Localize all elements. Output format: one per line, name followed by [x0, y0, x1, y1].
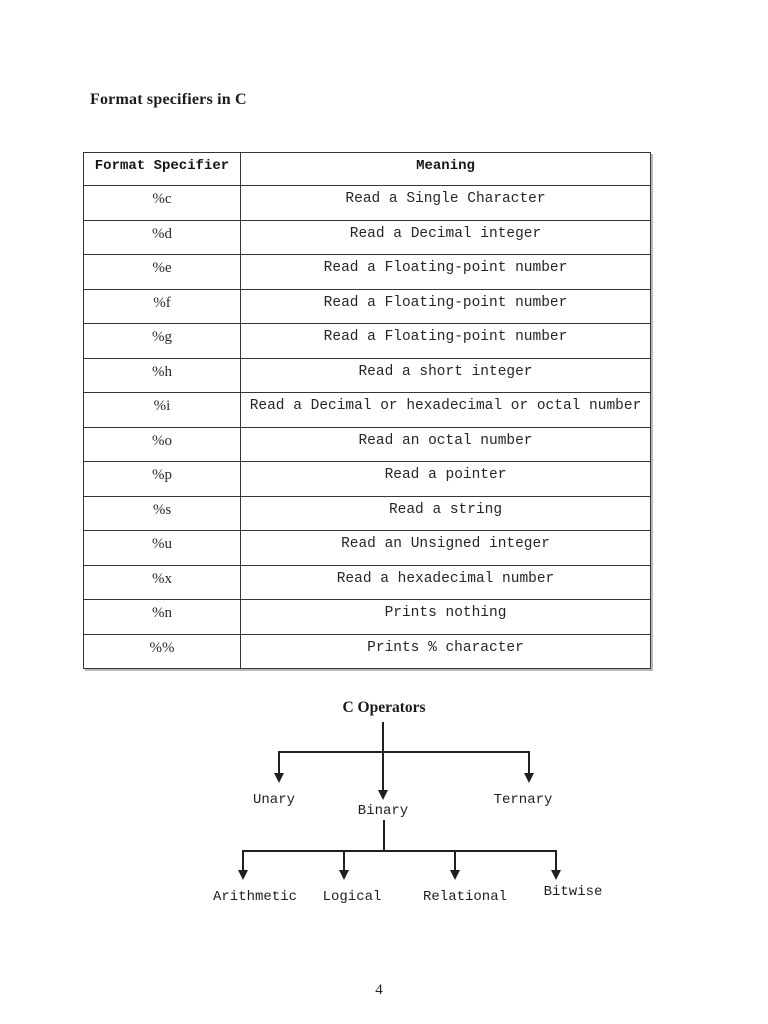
specifier-cell: %x	[83, 564, 241, 600]
connector-line	[242, 850, 244, 871]
meaning-cell: Read a Floating-point number	[240, 254, 651, 290]
arrow-down-icon	[551, 870, 561, 880]
specifier-cell: %s	[83, 495, 241, 531]
specifier-cell: %h	[83, 357, 241, 393]
specifier-cell: %e	[83, 254, 241, 290]
specifier-cell: %g	[83, 323, 241, 359]
meaning-cell: Read a Decimal integer	[240, 219, 651, 255]
format-specifier-table: Format Specifier Meaning %c Read a Singl…	[83, 152, 651, 669]
specifier-cell: %c	[83, 185, 241, 221]
node-arithmetic: Arithmetic	[212, 889, 298, 905]
table-row: %i Read a Decimal or hexadecimal or octa…	[83, 392, 651, 428]
specifier-cell: %f	[83, 288, 241, 324]
meaning-cell: Read an Unsigned integer	[240, 530, 651, 566]
specifier-cell: %%	[83, 633, 241, 669]
node-logical: Logical	[322, 889, 382, 905]
specifier-cell: %d	[83, 219, 241, 255]
connector-line	[382, 722, 384, 790]
meaning-cell: Read a Floating-point number	[240, 323, 651, 359]
table-row: %% Prints % character	[83, 633, 651, 669]
arrow-down-icon	[274, 773, 284, 783]
connector-line	[278, 751, 280, 773]
connector-line	[383, 820, 385, 851]
column-header-meaning: Meaning	[240, 152, 651, 186]
arrow-down-icon	[450, 870, 460, 880]
meaning-cell: Read a string	[240, 495, 651, 531]
table-row: %e Read a Floating-point number	[83, 254, 651, 290]
page-title: Format specifiers in C	[90, 91, 247, 108]
meaning-cell: Read a Decimal or hexadecimal or octal n…	[240, 392, 651, 428]
meaning-cell: Read a pointer	[240, 461, 651, 497]
meaning-cell: Read a Floating-point number	[240, 288, 651, 324]
specifier-cell: %n	[83, 599, 241, 635]
column-header-format-specifier: Format Specifier	[83, 152, 241, 186]
specifier-cell: %u	[83, 530, 241, 566]
table-row: %c Read a Single Character	[83, 185, 651, 221]
connector-line	[555, 850, 557, 871]
node-binary: Binary	[357, 803, 409, 819]
connector-line	[242, 850, 556, 852]
node-relational: Relational	[422, 889, 508, 905]
diagram-title: C Operators	[342, 699, 426, 716]
table-row: %o Read an octal number	[83, 426, 651, 462]
node-ternary: Ternary	[493, 792, 553, 808]
arrow-down-icon	[378, 790, 388, 800]
meaning-cell: Read a hexadecimal number	[240, 564, 651, 600]
table-row: %x Read a hexadecimal number	[83, 564, 651, 600]
arrow-down-icon	[238, 870, 248, 880]
meaning-cell: Read a short integer	[240, 357, 651, 393]
specifier-cell: %i	[83, 392, 241, 428]
meaning-cell: Read an octal number	[240, 426, 651, 462]
connector-line	[454, 850, 456, 871]
connector-line	[279, 751, 530, 753]
arrow-down-icon	[524, 773, 534, 783]
table-row: %p Read a pointer	[83, 461, 651, 497]
node-bitwise: Bitwise	[543, 884, 603, 900]
meaning-cell: Read a Single Character	[240, 185, 651, 221]
table-row: %f Read a Floating-point number	[83, 288, 651, 324]
table-row: %n Prints nothing	[83, 599, 651, 635]
meaning-cell: Prints nothing	[240, 599, 651, 635]
connector-line	[528, 751, 530, 773]
table-row: %g Read a Floating-point number	[83, 323, 651, 359]
table-header-row: Format Specifier Meaning	[83, 152, 651, 186]
meaning-cell: Prints % character	[240, 633, 651, 669]
table-row: %h Read a short integer	[83, 357, 651, 393]
connector-line	[343, 850, 345, 871]
specifier-cell: %p	[83, 461, 241, 497]
specifier-cell: %o	[83, 426, 241, 462]
table-row: %d Read a Decimal integer	[83, 219, 651, 255]
arrow-down-icon	[339, 870, 349, 880]
table-row: %s Read a string	[83, 495, 651, 531]
node-unary: Unary	[252, 792, 296, 808]
table-row: %u Read an Unsigned integer	[83, 530, 651, 566]
page-number: 4	[375, 982, 383, 998]
